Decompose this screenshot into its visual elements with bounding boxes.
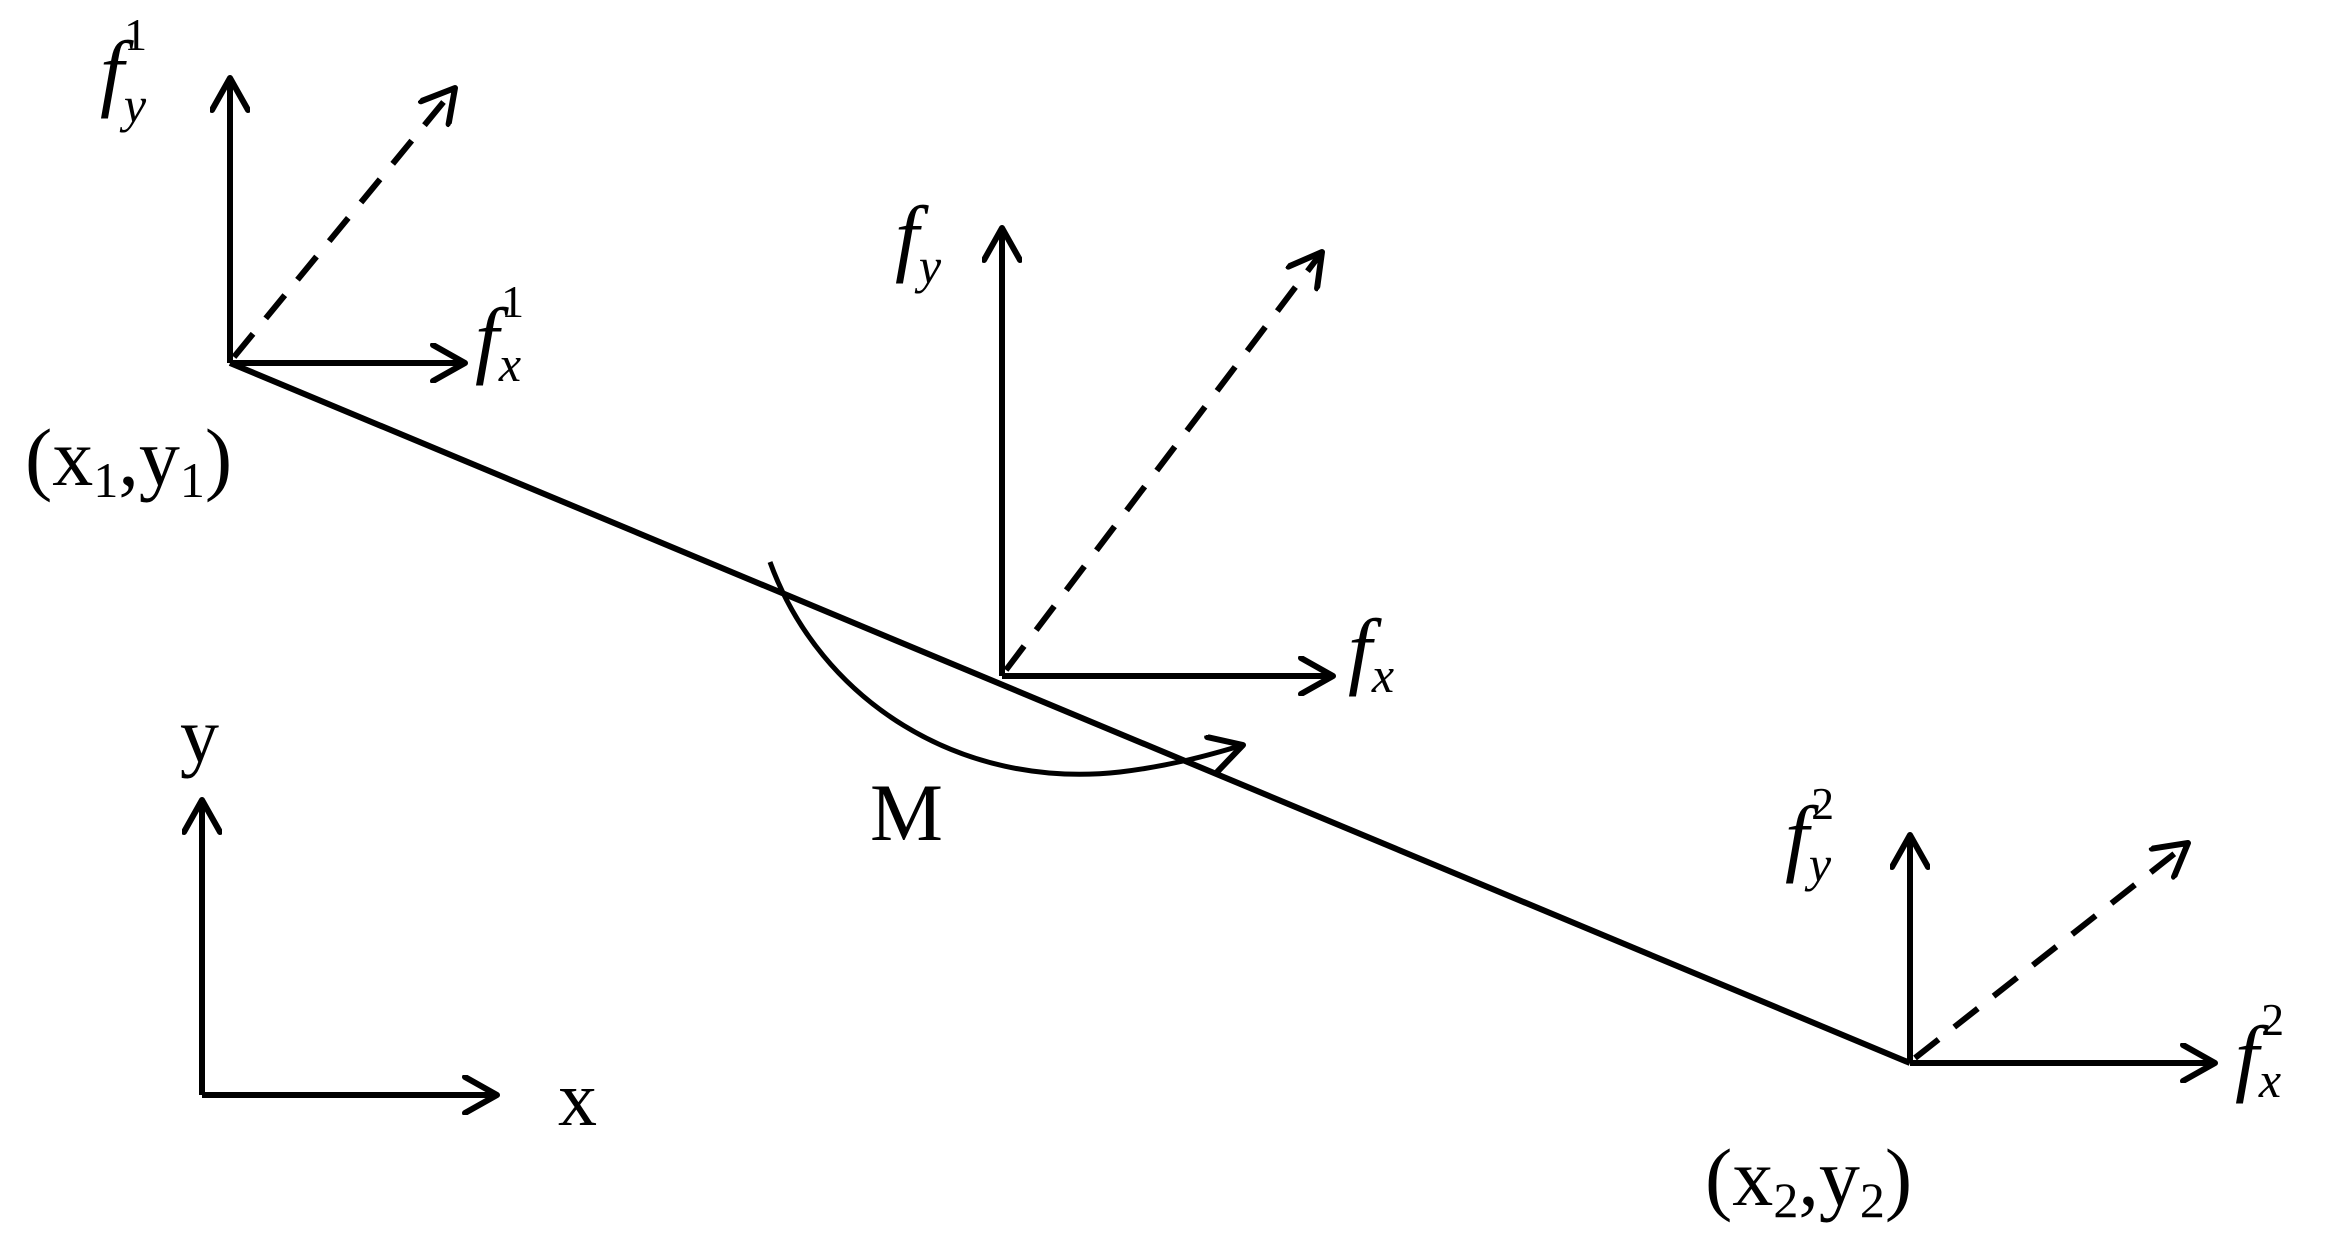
fx2-sub: x xyxy=(2258,1052,2281,1108)
beam-line xyxy=(228,360,1912,1066)
x-axis-label: x xyxy=(558,1055,597,1142)
fx1-sup: 1 xyxy=(501,276,524,327)
fy2-label: fy2 xyxy=(1785,778,1834,892)
coord1-sub1: 1 xyxy=(93,452,118,508)
coord2-open: (x xyxy=(1705,1132,1773,1223)
node-2-forces xyxy=(1910,835,2215,1063)
fx-sub: x xyxy=(1371,647,1394,703)
coord1-sub2: 1 xyxy=(180,452,205,508)
moment-arc xyxy=(767,561,1243,777)
fy2-sub: y xyxy=(1804,836,1832,892)
midpoint-forces xyxy=(767,228,1333,777)
y-axis-label: y xyxy=(180,692,219,779)
fx2-label: fx2 xyxy=(2235,994,2284,1108)
coord1-close: ) xyxy=(205,412,232,503)
moment-label: M xyxy=(870,767,943,858)
node-2-coordinates: (x2,y2) xyxy=(1705,1132,1912,1228)
resultant-2-dashed-arrow xyxy=(1913,843,2188,1061)
node-1-coordinates: (x1,y1) xyxy=(25,412,232,508)
coord1-open: (x xyxy=(25,412,93,503)
resultant-1-dashed-arrow xyxy=(231,88,455,359)
coord2-sub1: 2 xyxy=(1773,1172,1798,1228)
reference-axes: y x xyxy=(180,692,597,1142)
coord1-mid: ,y xyxy=(118,412,180,503)
coord2-close: ) xyxy=(1885,1132,1912,1223)
fy2-sup: 2 xyxy=(1811,778,1834,829)
fx-label: fx xyxy=(1348,601,1394,703)
coord2-sub2: 2 xyxy=(1860,1172,1885,1228)
coord2-mid: ,y xyxy=(1798,1132,1860,1223)
fy1-label: fy1 xyxy=(100,9,147,133)
fx2-sup: 2 xyxy=(2261,994,2284,1045)
fx1-sub: x xyxy=(498,336,521,392)
fy1-sup: 1 xyxy=(124,9,147,60)
node-1-forces xyxy=(230,78,465,363)
fy-label: fy xyxy=(895,188,942,294)
fy-sub: y xyxy=(914,238,942,294)
fy1-sub: y xyxy=(119,77,147,133)
fx1-label: fx1 xyxy=(475,276,524,392)
resultant-mid-dashed-arrow xyxy=(1003,252,1322,672)
